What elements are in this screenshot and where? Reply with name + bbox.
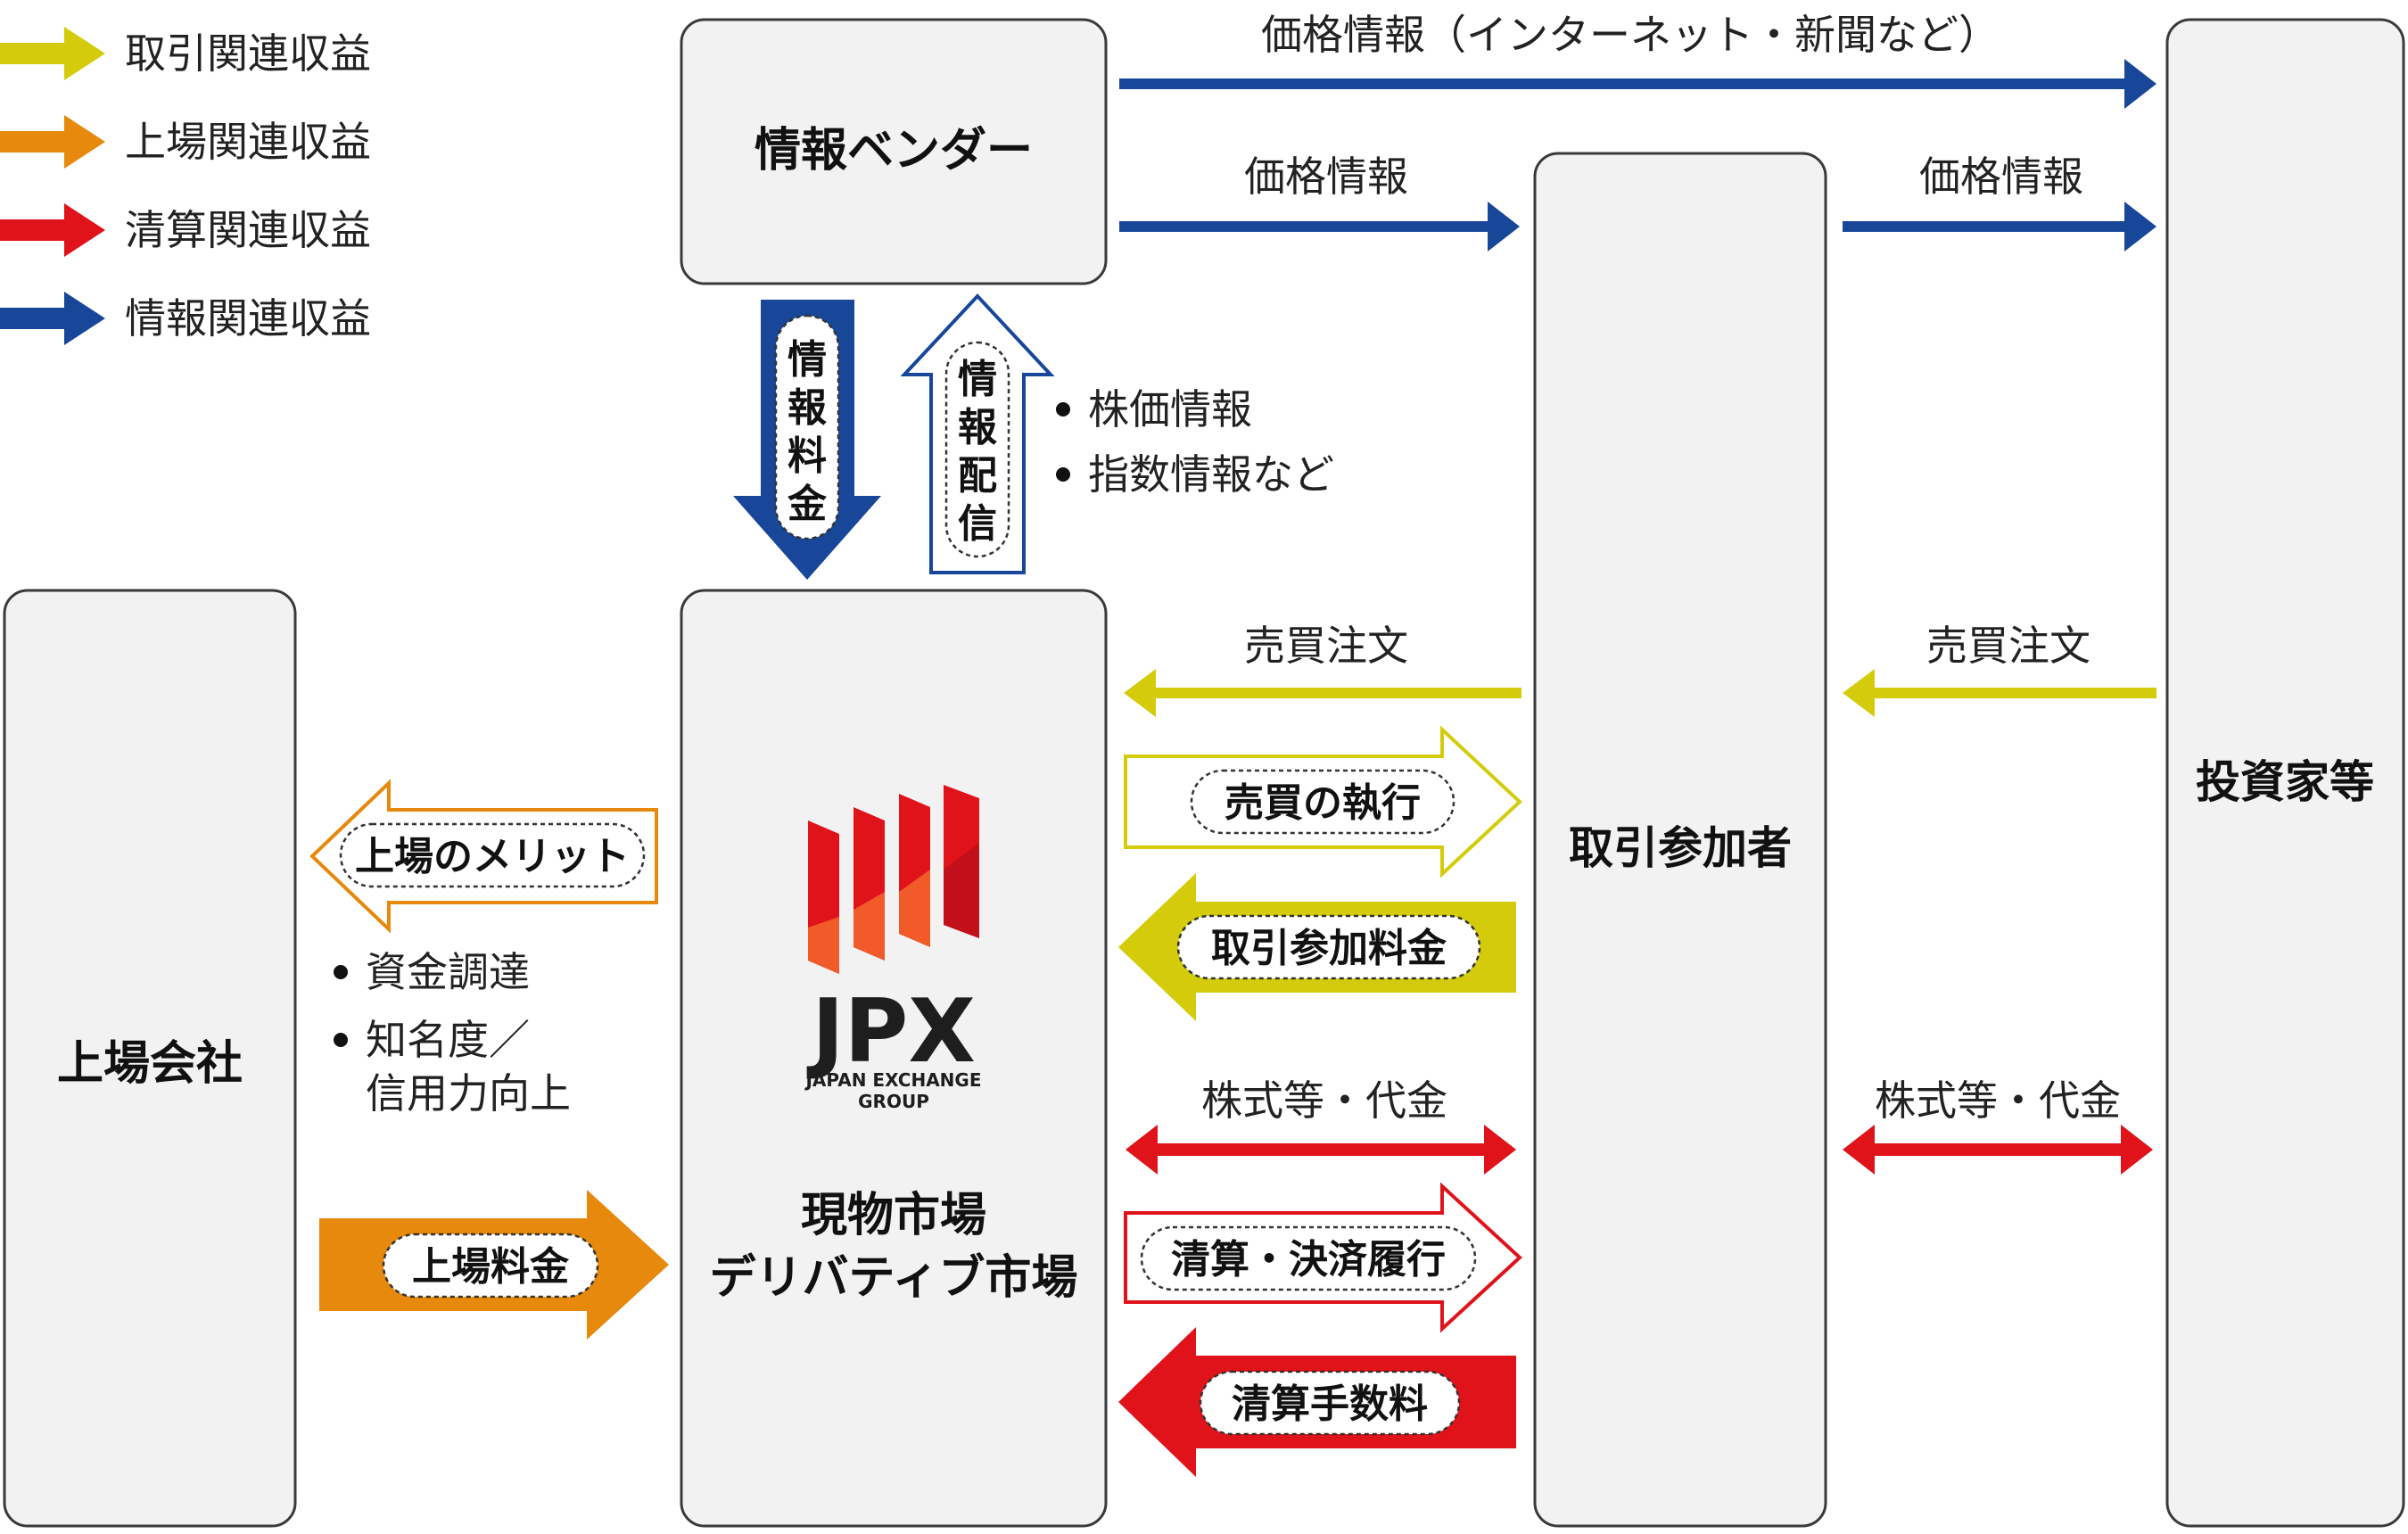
- execution-label: 売買の執行: [1225, 780, 1421, 826]
- vendor-box: 情報ベンダー: [680, 18, 1108, 285]
- order-to-market-flow: 売買注文: [1124, 622, 1521, 717]
- price-info-investors-arrow: [1843, 202, 2156, 252]
- order-from-investors-arrow: [1843, 669, 2156, 717]
- info-item-index: 指数情報など: [1088, 450, 1334, 499]
- settlement-market-arrow: [1126, 1125, 1516, 1175]
- settlement-market-label: 株式等・代金: [1201, 1076, 1447, 1125]
- info-fee-char-4: 金: [787, 482, 828, 527]
- listing-merit-flow: 上場のメリット: [309, 779, 658, 934]
- legend-label-info: 情報関連収益: [125, 294, 371, 342]
- info-distribution-char-4: 信: [958, 501, 997, 547]
- legend-label-trading: 取引関連収益: [125, 29, 371, 78]
- participants-label: 取引参加者: [1569, 822, 1792, 874]
- investors-box: 投資家等: [2165, 18, 2405, 1528]
- info-distribution-arrow: 情 報 配 信: [900, 293, 1055, 574]
- price-info-internet-arrow: [1119, 59, 2156, 109]
- legend-arrow-info: [0, 292, 105, 345]
- market-label-cash: 現物市場: [801, 1189, 986, 1242]
- price-info-investors-flow: 価格情報: [1843, 153, 2156, 252]
- jpx-logo-subtitle-2: GROUP: [858, 1091, 929, 1112]
- settlement-investors-label: 株式等・代金: [1875, 1076, 2121, 1125]
- order-to-market-label: 売買注文: [1244, 622, 1408, 670]
- settlement-market-flow: 株式等・代金: [1126, 1076, 1516, 1175]
- participants-box: 取引参加者: [1533, 152, 1827, 1528]
- listed-company-box: 上場会社: [3, 589, 297, 1528]
- benefit-fundraising: 資金調達: [366, 948, 530, 996]
- clearing-settlement-label: 清算・決済履行: [1171, 1237, 1446, 1282]
- settlement-investors-flow: 株式等・代金: [1843, 1076, 2153, 1175]
- price-info-internet-flow: 価格情報（インターネット・新聞など）: [1119, 11, 2156, 109]
- info-distribution-char-1: 情: [958, 357, 997, 402]
- listing-benefit-notes: 資金調達 知名度／ 信用力向上: [334, 948, 571, 1118]
- info-distribution-char-3: 配: [958, 453, 997, 499]
- legend-arrow-listing: [0, 115, 105, 169]
- price-info-investors-label: 価格情報: [1919, 153, 2083, 201]
- jpx-logo-subtitle-1: JAPAN EXCHANGE: [804, 1069, 981, 1091]
- info-fee-char-1: 情: [788, 337, 827, 383]
- order-from-investors-label: 売買注文: [1926, 622, 2091, 670]
- jpx-logo: JPX JAPAN EXCHANGE GROUP: [804, 785, 982, 1112]
- legend-arrow-clearing: [0, 203, 105, 257]
- jpx-logo-wordmark: JPX: [806, 981, 976, 1083]
- participation-fee-label: 取引参加料金: [1211, 926, 1447, 971]
- legend-label-clearing: 清算関連収益: [125, 206, 371, 254]
- price-info-participants-flow: 価格情報: [1119, 153, 1520, 252]
- price-info-participants-arrow: [1119, 202, 1520, 252]
- investors-label: 投資家等: [2196, 756, 2374, 808]
- legend-arrow-trading: [0, 27, 105, 80]
- settlement-investors-arrow: [1843, 1125, 2153, 1175]
- info-items-notes: 株価情報 指数情報など: [1056, 385, 1334, 499]
- benefit-recognition: 知名度／: [366, 1016, 530, 1064]
- legend-item-clearing: 清算関連収益: [0, 203, 371, 257]
- info-item-stock-price: 株価情報: [1088, 385, 1252, 433]
- legend-item-info: 情報関連収益: [0, 292, 371, 345]
- clearing-fee-label: 清算手数料: [1232, 1381, 1428, 1427]
- order-to-market-arrow: [1124, 669, 1521, 717]
- listed-company-label: 上場会社: [57, 1037, 243, 1091]
- listing-merit-label: 上場のメリット: [355, 834, 630, 879]
- clearing-settlement-flow: 清算・決済履行: [1124, 1182, 1522, 1333]
- order-from-investors-flow: 売買注文: [1843, 622, 2156, 717]
- info-distribution-char-2: 報: [958, 405, 997, 450]
- info-fee-char-3: 料: [788, 433, 827, 479]
- execution-flow: 売買の執行: [1124, 725, 1522, 878]
- legend-item-trading: 取引関連収益: [0, 27, 371, 80]
- jpx-logo-mark: [808, 785, 979, 974]
- benefit-credibility: 信用力向上: [366, 1069, 571, 1118]
- market-box: 現物市場 デリバティブ市場: [680, 589, 1108, 1528]
- vendor-box-label: 情報ベンダー: [755, 124, 1033, 177]
- legend: 取引関連収益 上場関連収益 清算関連収益 情報関連収益: [0, 27, 371, 345]
- market-label-derivatives: デリバティブ市場: [710, 1251, 1078, 1305]
- legend-item-listing: 上場関連収益: [0, 115, 371, 169]
- legend-label-listing: 上場関連収益: [125, 118, 371, 166]
- price-info-participants-label: 価格情報: [1244, 153, 1408, 201]
- info-fee-char-2: 報: [788, 385, 827, 431]
- listing-fee-flow: 上場料金: [319, 1190, 669, 1340]
- listing-fee-label: 上場料金: [412, 1244, 570, 1290]
- price-info-internet-label: 価格情報（インターネット・新聞など）: [1261, 11, 2000, 59]
- info-fee-arrow: 情 報 料 金: [733, 300, 881, 580]
- participation-fee-flow: 取引参加料金: [1118, 873, 1516, 1021]
- clearing-fee-flow: 清算手数料: [1118, 1327, 1516, 1477]
